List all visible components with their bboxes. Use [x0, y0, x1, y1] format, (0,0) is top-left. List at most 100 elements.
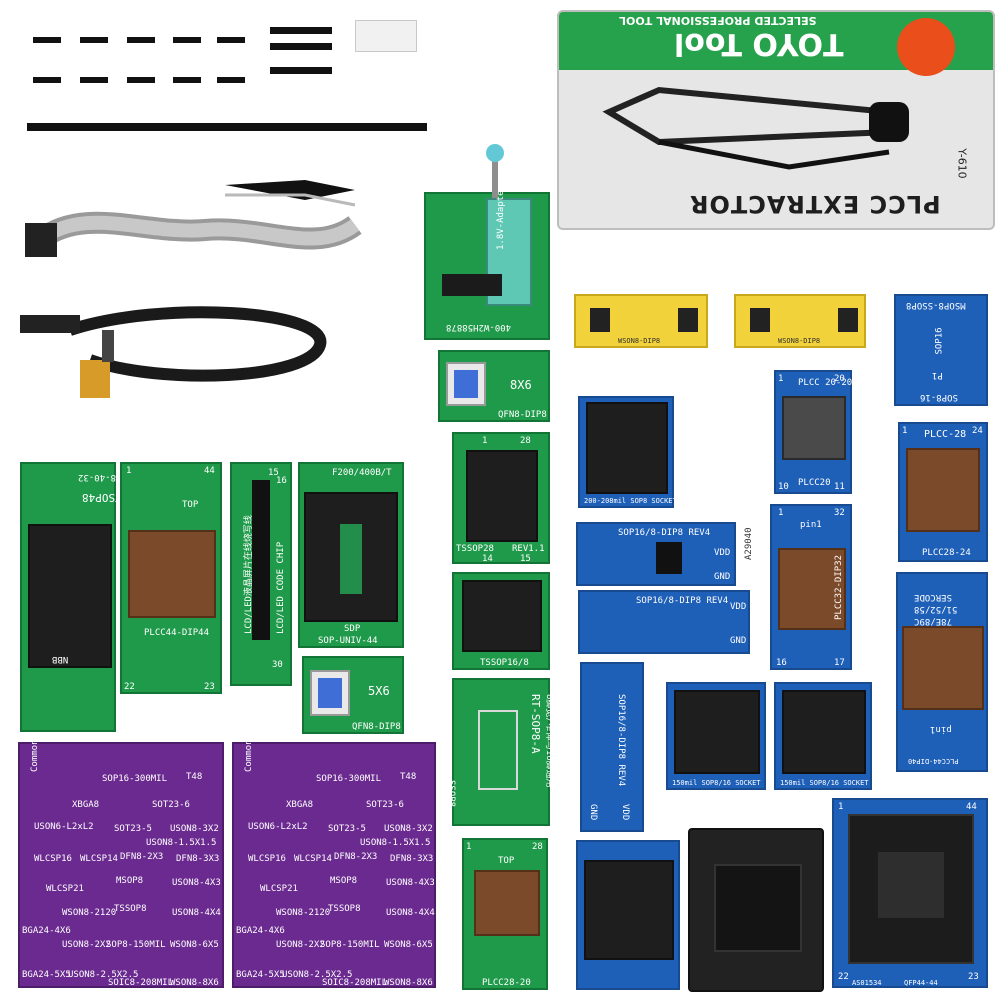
yellow-chip-right [838, 308, 858, 332]
package-product: PLCC EXTRACTOR [689, 190, 941, 218]
tssop28-rev: REV1.1 [512, 544, 545, 554]
board-qfn8-8x6: 8X6 QFN8-DIP8 [438, 350, 550, 422]
board-sop16-rev4c: SOP16/8-DIP8 REV4 VDD GND [580, 662, 644, 832]
plcc44-name: PLCC44-DIP44 [144, 628, 210, 638]
qfn8-5x6-size: 5X6 [368, 684, 390, 698]
purple-label: MSOP8 [116, 876, 144, 886]
qfp44-name: QFP44-44 [904, 979, 938, 987]
pin-header-small [80, 77, 108, 83]
plcc20-p20: 20 [834, 374, 845, 384]
pin-header-small [80, 37, 108, 43]
qfp-cavity [714, 864, 802, 952]
tsop48-socket [28, 524, 112, 668]
plcc32-socket [778, 548, 846, 630]
purple-label: SOT23-5 [114, 824, 152, 834]
purple-label: WLCSP21 [46, 884, 84, 894]
purple-label: USON6-L2xL2 [34, 822, 94, 832]
purple-label: WSON8-6X5 [170, 940, 219, 950]
msop8-name: SOP8-16 [920, 392, 958, 402]
board-purple-right: Commons T48 XBGA8 SOP16-300MIL SOT23-6 U… [232, 734, 436, 988]
yellow-chip-right [678, 308, 698, 332]
purple-label: SOP16-300MIL [316, 774, 382, 784]
msop8-p1: P1 [932, 370, 943, 380]
purple-label: SOIC8-208MIL [322, 978, 388, 988]
pin-header-medium [270, 67, 332, 74]
qfn-socket-blue-core [318, 678, 342, 708]
purple-label: BGA24-4X6 [22, 926, 71, 936]
package-brand: TOYO Tool [674, 26, 844, 61]
package-model: Y-610 [955, 148, 969, 179]
board-sop44: F200/400B/T SDP SOP-UNIV-44 [298, 462, 404, 648]
sop44-center-green [340, 524, 362, 594]
sop16b-gnd: GND [730, 636, 747, 646]
rt-sop8-name: RT-SOP8-A [529, 694, 542, 754]
purple-label: DFN8-2X3 [334, 852, 378, 862]
pin-header-long [27, 123, 427, 131]
purple-label: MSOP8 [330, 876, 358, 886]
plcc20-top: PLCC 20-20 [798, 378, 853, 388]
sop44-name: SOP-UNIV-44 [318, 636, 378, 646]
yellow-chip-left [590, 308, 610, 332]
plcc28-pin28: 28 [532, 842, 543, 852]
board-yellow-b: WSON8-DIP8 [734, 294, 866, 348]
purple-label: USON8-2.5X2.5 [282, 970, 353, 980]
sop16c-gnd: GND [588, 804, 598, 821]
purple-label: BGA24-5X5 [236, 970, 285, 980]
tssop28-pin1: 1 [482, 436, 488, 446]
purple-label: TSSOP8 [114, 904, 147, 914]
plcc32-p16: 16 [776, 658, 787, 668]
qfp44-socket [848, 814, 974, 964]
board-qfp44: 1 44 22 AS01534 QFP44-44 23 [832, 798, 988, 988]
purple-label: USON8-1.5X1.5 [360, 838, 431, 848]
board-sop-large [576, 840, 680, 990]
board-msop8: MSOP8-SSOP8 SOP16 P1 SOP8-16 [894, 294, 988, 406]
purple-label: DFN8-2X3 [120, 852, 164, 862]
purple-label: USON8-4X3 [172, 878, 221, 888]
purple-label: BGA24-4X6 [236, 926, 285, 936]
purple-label: WSON8-8X6 [384, 978, 433, 988]
pin-header-small [173, 37, 201, 43]
purple-label: SOP8-150MIL [106, 940, 166, 950]
sop16b-name: SOP16/8-DIP8 REV4 [636, 596, 729, 606]
board-sop16-rev4b: SOP16/8-DIP8 REV4 VDD GND [578, 590, 750, 654]
yellow-a-name: WSON8-DIP8 [618, 337, 661, 345]
pin-header-small [173, 77, 201, 83]
adapter-label: 1.8V-Adapter [496, 184, 506, 250]
pin-header-small [217, 37, 245, 43]
plcc28-24-socket [906, 448, 980, 532]
lcd-pin30: 30 [272, 660, 283, 670]
lcd-title: LCD/LED CODE CHIP [276, 541, 286, 634]
yellow-b-name: WSON8-DIP8 [778, 337, 821, 345]
tssop28-pin14: 14 [482, 554, 493, 564]
purple-label: WLCSP16 [248, 854, 286, 864]
sop16b-vdd: VDD [730, 602, 747, 612]
purple-label: TSSOP8 [328, 904, 361, 914]
board-plcc28-20: TOP 1 28 PLCC28-20 [462, 838, 548, 990]
zif-lever [492, 154, 498, 200]
purple-label: SOP16-300MIL [102, 774, 168, 784]
pin-header-group [25, 15, 435, 145]
sop16a-header [656, 542, 682, 574]
plcc44-dip40-sub3: 78E/89C [914, 616, 952, 626]
board-plcc20: PLCC 20-20 1 20 PLCC20 10 11 [774, 370, 852, 494]
sop44-label: SDP [344, 624, 361, 634]
purple-label: SOT23-6 [366, 800, 404, 810]
lcd-flat-cable [20, 306, 327, 398]
board-tssop28: 1 28 TSSOP28 REV1.1 14 15 [452, 432, 550, 564]
plcc44-dip40-pin: pin1 [930, 724, 952, 734]
plcc44-pin44: 44 [204, 466, 215, 476]
plcc28-24-top: PLCC-28 [924, 429, 967, 440]
purple-label: USON8-2X2 [276, 940, 325, 950]
plcc44-top: TOP [182, 500, 199, 510]
purple-label: T48 [186, 772, 203, 782]
plcc44-dip40-sub2: 51/52/58 [914, 604, 958, 614]
msop8-mid: SOP16 [934, 327, 945, 355]
sop8-200-name: 200-208mil SOP8 SOCKET [584, 497, 677, 505]
board-plcc32: 1 32 pin1 PLCC32-DIP32 16 17 [770, 504, 852, 670]
board-tssop16: TSSOP16/8 [452, 572, 550, 670]
purple-label: WSON8-2120 [276, 908, 331, 918]
adapter-code: 400-W2H58878 [446, 322, 512, 332]
purple-brand: Commons [30, 734, 40, 772]
board-plcc44-dip40: SERCODE 51/52/58 78E/89C pin1 PLCC44-DIP… [896, 572, 988, 772]
plcc28-pin1: 1 [466, 842, 472, 852]
